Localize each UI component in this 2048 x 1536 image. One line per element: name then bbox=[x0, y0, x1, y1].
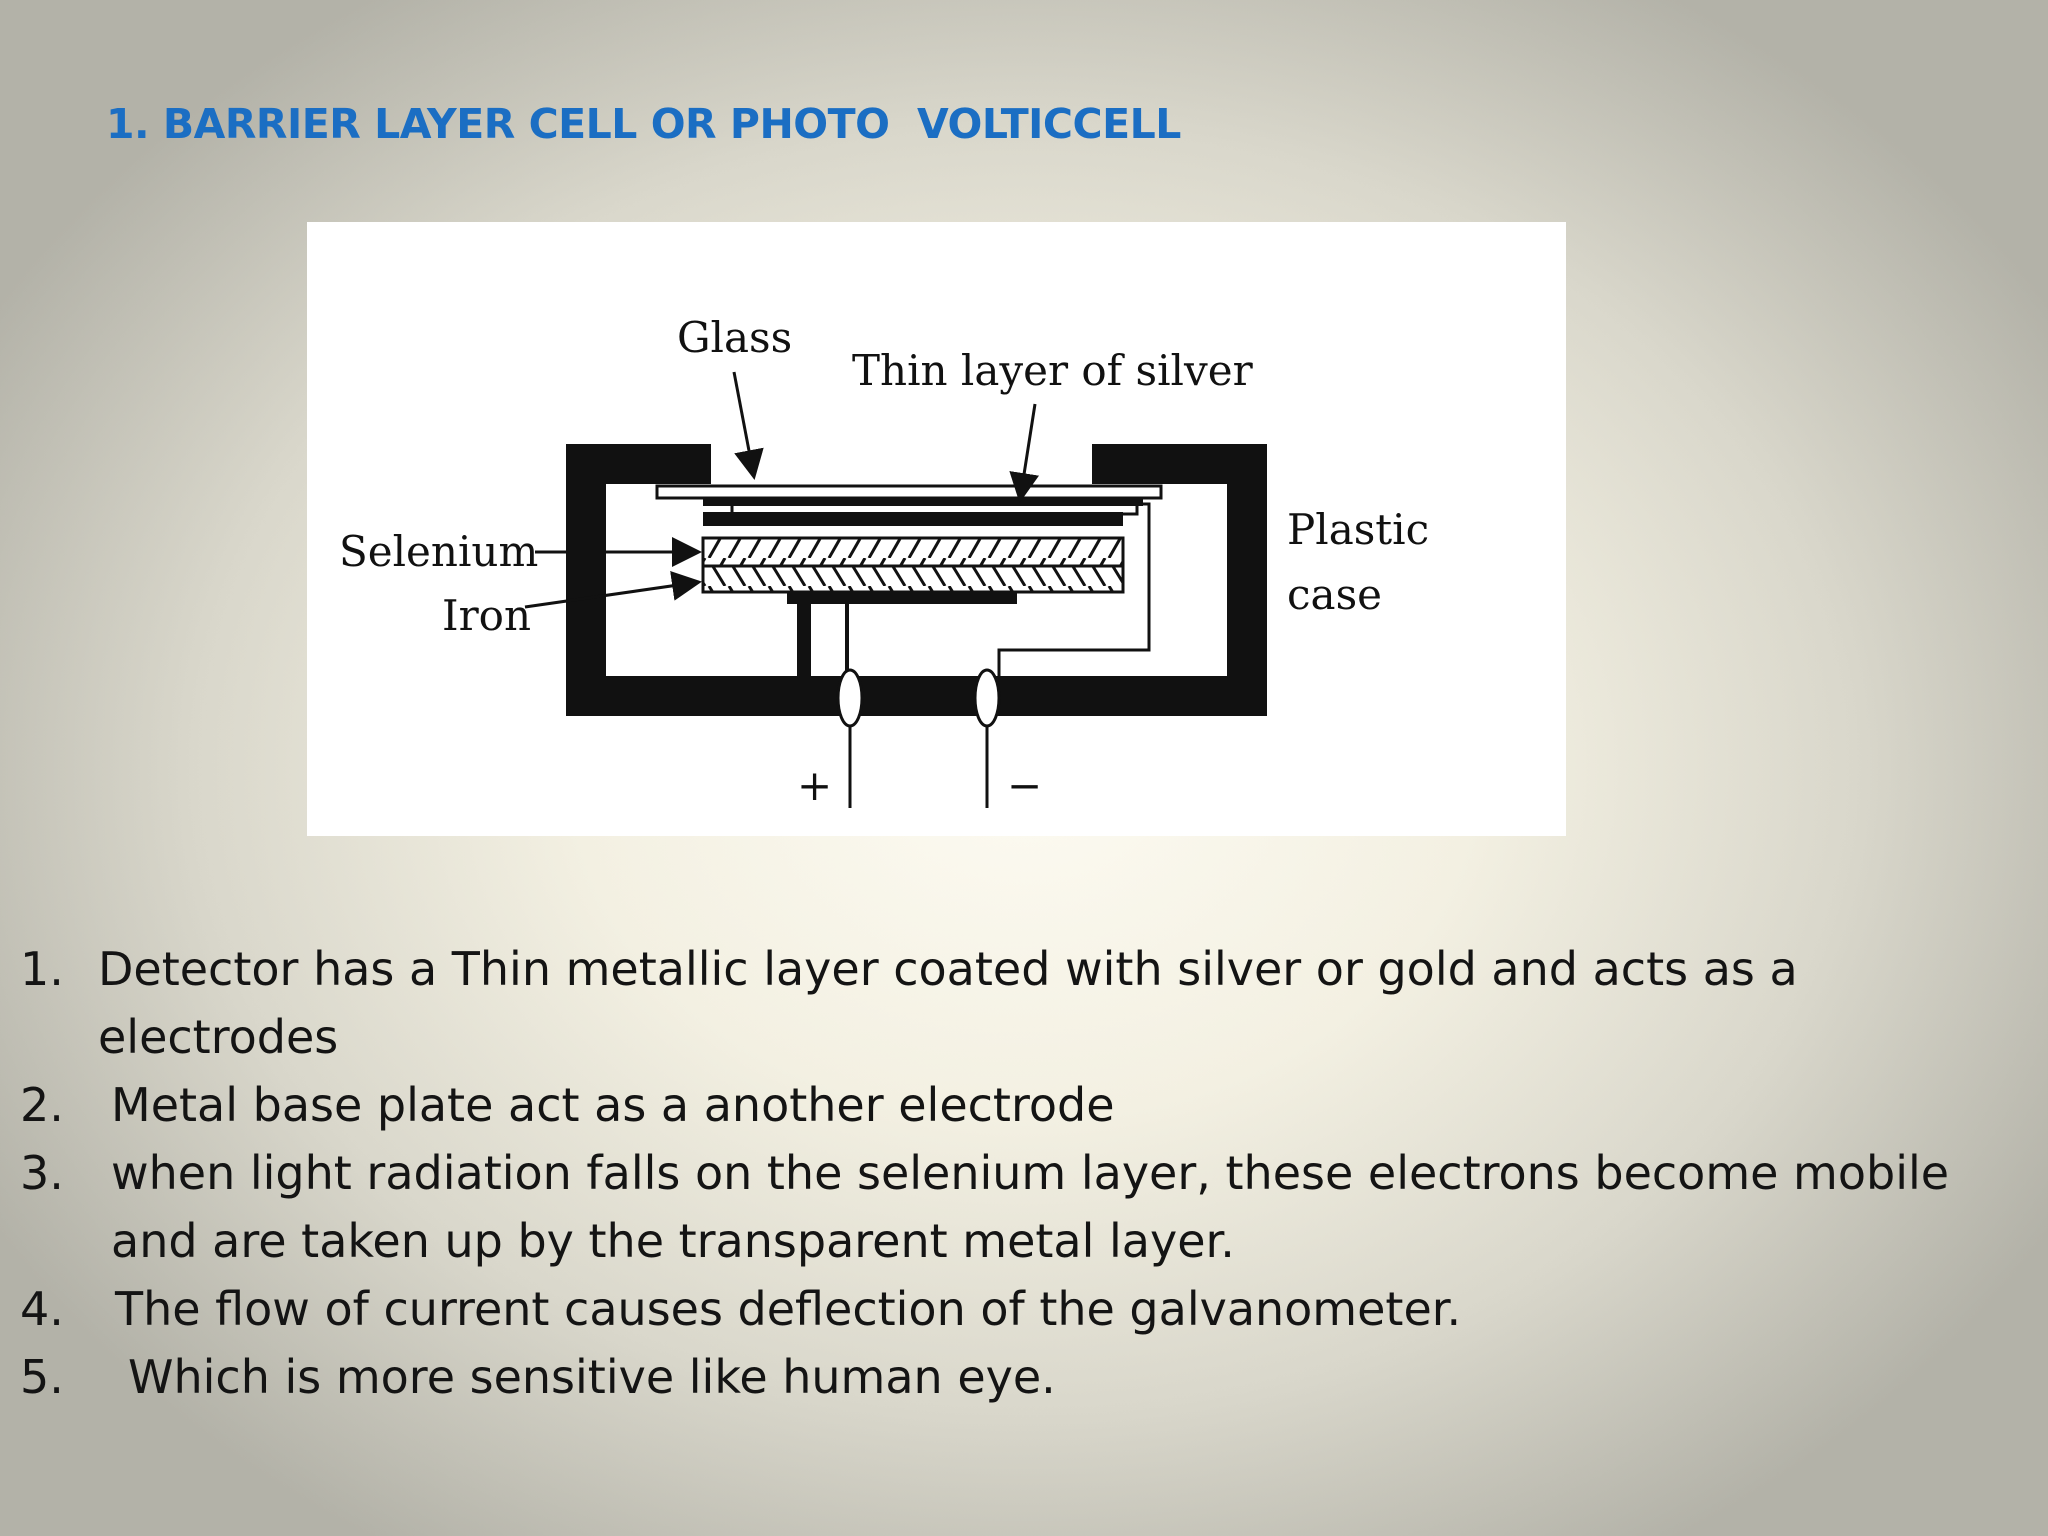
label-iron: Iron bbox=[442, 591, 531, 640]
iron-layer bbox=[701, 564, 1125, 594]
list-item: 3. when light radiation falls on the sel… bbox=[20, 1139, 2040, 1275]
list-item: 5. Which is more sensitive like human ey… bbox=[20, 1343, 2040, 1411]
item-text: Detector has a Thin metallic layer coate… bbox=[98, 942, 1798, 1064]
barrier-layer-cell-diagram: Glass Thin layer of silver Selenium Iron… bbox=[307, 222, 1566, 836]
list-item: 2. Metal base plate act as a another ele… bbox=[20, 1071, 2040, 1139]
item-number: 4. bbox=[20, 1282, 64, 1336]
label-plus: + bbox=[797, 761, 832, 810]
diagram-svg: Glass Thin layer of silver Selenium Iron… bbox=[339, 313, 1429, 836]
bullet-list: 1. Detector has a Thin metallic layer co… bbox=[20, 935, 2040, 1411]
item-number: 1. bbox=[20, 942, 64, 996]
item-text: Which is more sensitive like human eye. bbox=[128, 1350, 1056, 1404]
list-item: 1. Detector has a Thin metallic layer co… bbox=[20, 935, 2040, 1071]
item-text: Metal base plate act as a another electr… bbox=[111, 1078, 1115, 1132]
item-number: 3. bbox=[20, 1146, 64, 1200]
glass-plate bbox=[655, 484, 1163, 500]
list-item: 4. The flow of current causes deflection… bbox=[20, 1275, 2040, 1343]
label-case: case bbox=[1287, 570, 1382, 619]
plastic-case bbox=[566, 444, 1267, 836]
label-minus: − bbox=[1007, 761, 1042, 810]
selenium-layer bbox=[701, 536, 1125, 568]
label-selenium: Selenium bbox=[339, 527, 538, 576]
item-text: when light radiation falls on the seleni… bbox=[111, 1146, 1950, 1268]
slide-title: 1. BARRIER LAYER CELL OR PHOTO VOLTICCEL… bbox=[106, 100, 1181, 148]
label-glass: Glass bbox=[677, 313, 792, 362]
label-plastic: Plastic bbox=[1287, 505, 1429, 554]
item-text: The flow of current causes deflection of… bbox=[115, 1282, 1462, 1336]
label-thin-silver: Thin layer of silver bbox=[852, 346, 1254, 395]
item-number: 5. bbox=[20, 1350, 64, 1404]
item-number: 2. bbox=[20, 1078, 64, 1132]
